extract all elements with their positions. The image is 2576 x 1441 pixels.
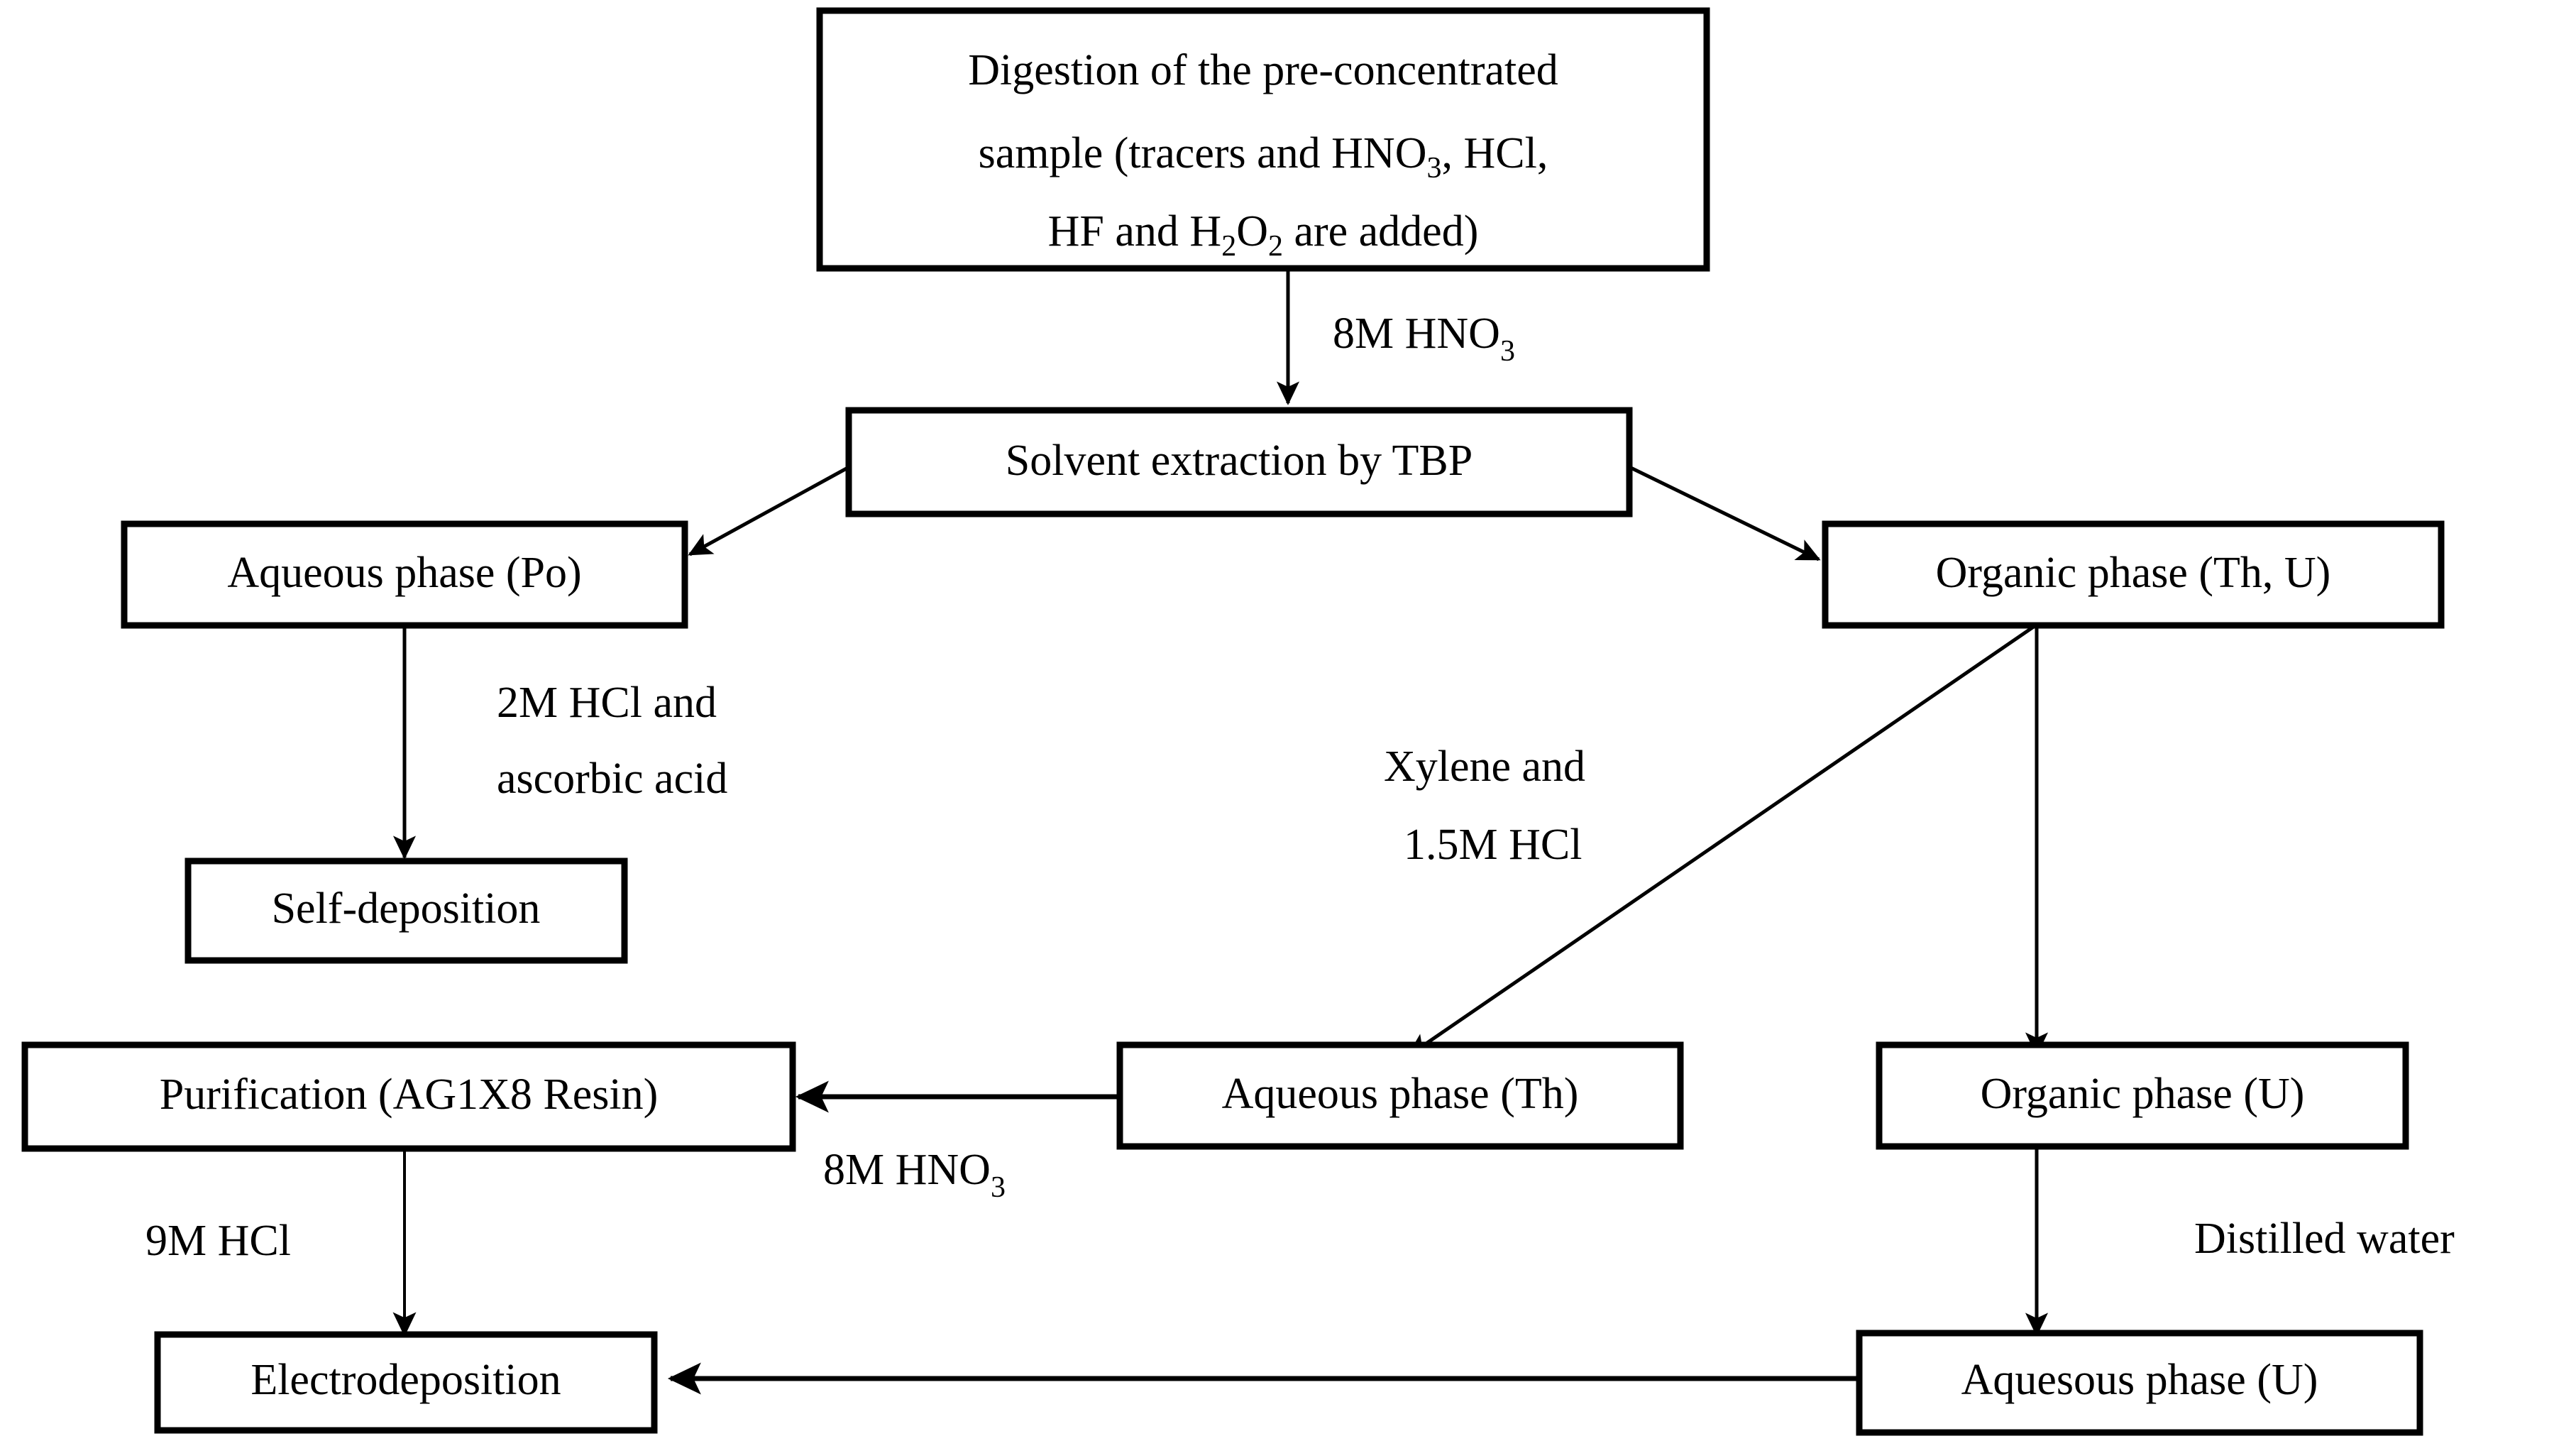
node-digestion[interactable]: Digestion of the pre-concentrated sample… <box>816 7 1710 272</box>
edge-solvent-to-aqueous-po <box>688 464 853 557</box>
edge-solvent-to-organic-thu <box>1625 464 1821 561</box>
node-purification-label: Purification (AG1X8 Resin) <box>160 1070 659 1119</box>
node-organic-phase-u[interactable]: Organic phase (U) <box>1876 1041 2409 1150</box>
edge-label-2m-hcl-line2: ascorbic acid <box>497 755 727 803</box>
node-purification[interactable]: Purification (AG1X8 Resin) <box>21 1041 796 1152</box>
edge-label-xylene-line2: 1.5M HCl <box>1404 821 1582 869</box>
node-aqueous-phase-th-label: Aqueous phase (Th) <box>1222 1070 1579 1118</box>
edge-organic-thu-to-aqueous-th <box>1407 623 2038 1058</box>
node-solvent-extraction-label: Solvent extraction by TBP <box>1006 437 1473 485</box>
node-organic-phase-u-label: Organic phase (U) <box>1981 1070 2305 1118</box>
edge-label-9m-hcl: 9M HCl <box>145 1217 291 1265</box>
node-digestion-line2: sample (tracers and HNO3, HCl, <box>979 129 1548 184</box>
node-organic-phase-th-u-label: Organic phase (Th, U) <box>1936 549 2331 597</box>
node-aquesous-phase-u-label: Aquesous phase (U) <box>1961 1356 2318 1404</box>
node-organic-phase-th-u[interactable]: Organic phase (Th, U) <box>1822 520 2445 629</box>
node-digestion-line1: Digestion of the pre-concentrated <box>968 46 1558 94</box>
edge-label-distilled-water: Distilled water <box>2194 1215 2455 1263</box>
edge-label-xylene-line1: Xylene and <box>1384 743 1585 791</box>
node-electrodeposition-label: Electrodeposition <box>251 1356 561 1404</box>
node-solvent-extraction[interactable]: Solvent extraction by TBP <box>845 407 1633 517</box>
edge-label-8m-hno3-mid: 8M HNO3 <box>823 1146 1006 1204</box>
node-aquesous-phase-u[interactable]: Aquesous phase (U) <box>1856 1330 2423 1436</box>
node-self-deposition-label: Self-deposition <box>272 884 541 933</box>
node-aqueous-phase-po-label: Aqueous phase (Po) <box>227 549 581 597</box>
edge-label-8m-hno3-top: 8M HNO3 <box>1333 309 1515 368</box>
node-self-deposition[interactable]: Self-deposition <box>185 858 628 964</box>
node-aqueous-phase-th[interactable]: Aqueous phase (Th) <box>1116 1041 1684 1150</box>
edge-label-2m-hcl-line1: 2M HCl and <box>497 679 717 727</box>
node-electrodeposition[interactable]: Electrodeposition <box>154 1331 658 1434</box>
node-digestion-line3: HF and H2O2 are added) <box>1048 207 1479 262</box>
node-aqueous-phase-po[interactable]: Aqueous phase (Po) <box>121 520 688 629</box>
